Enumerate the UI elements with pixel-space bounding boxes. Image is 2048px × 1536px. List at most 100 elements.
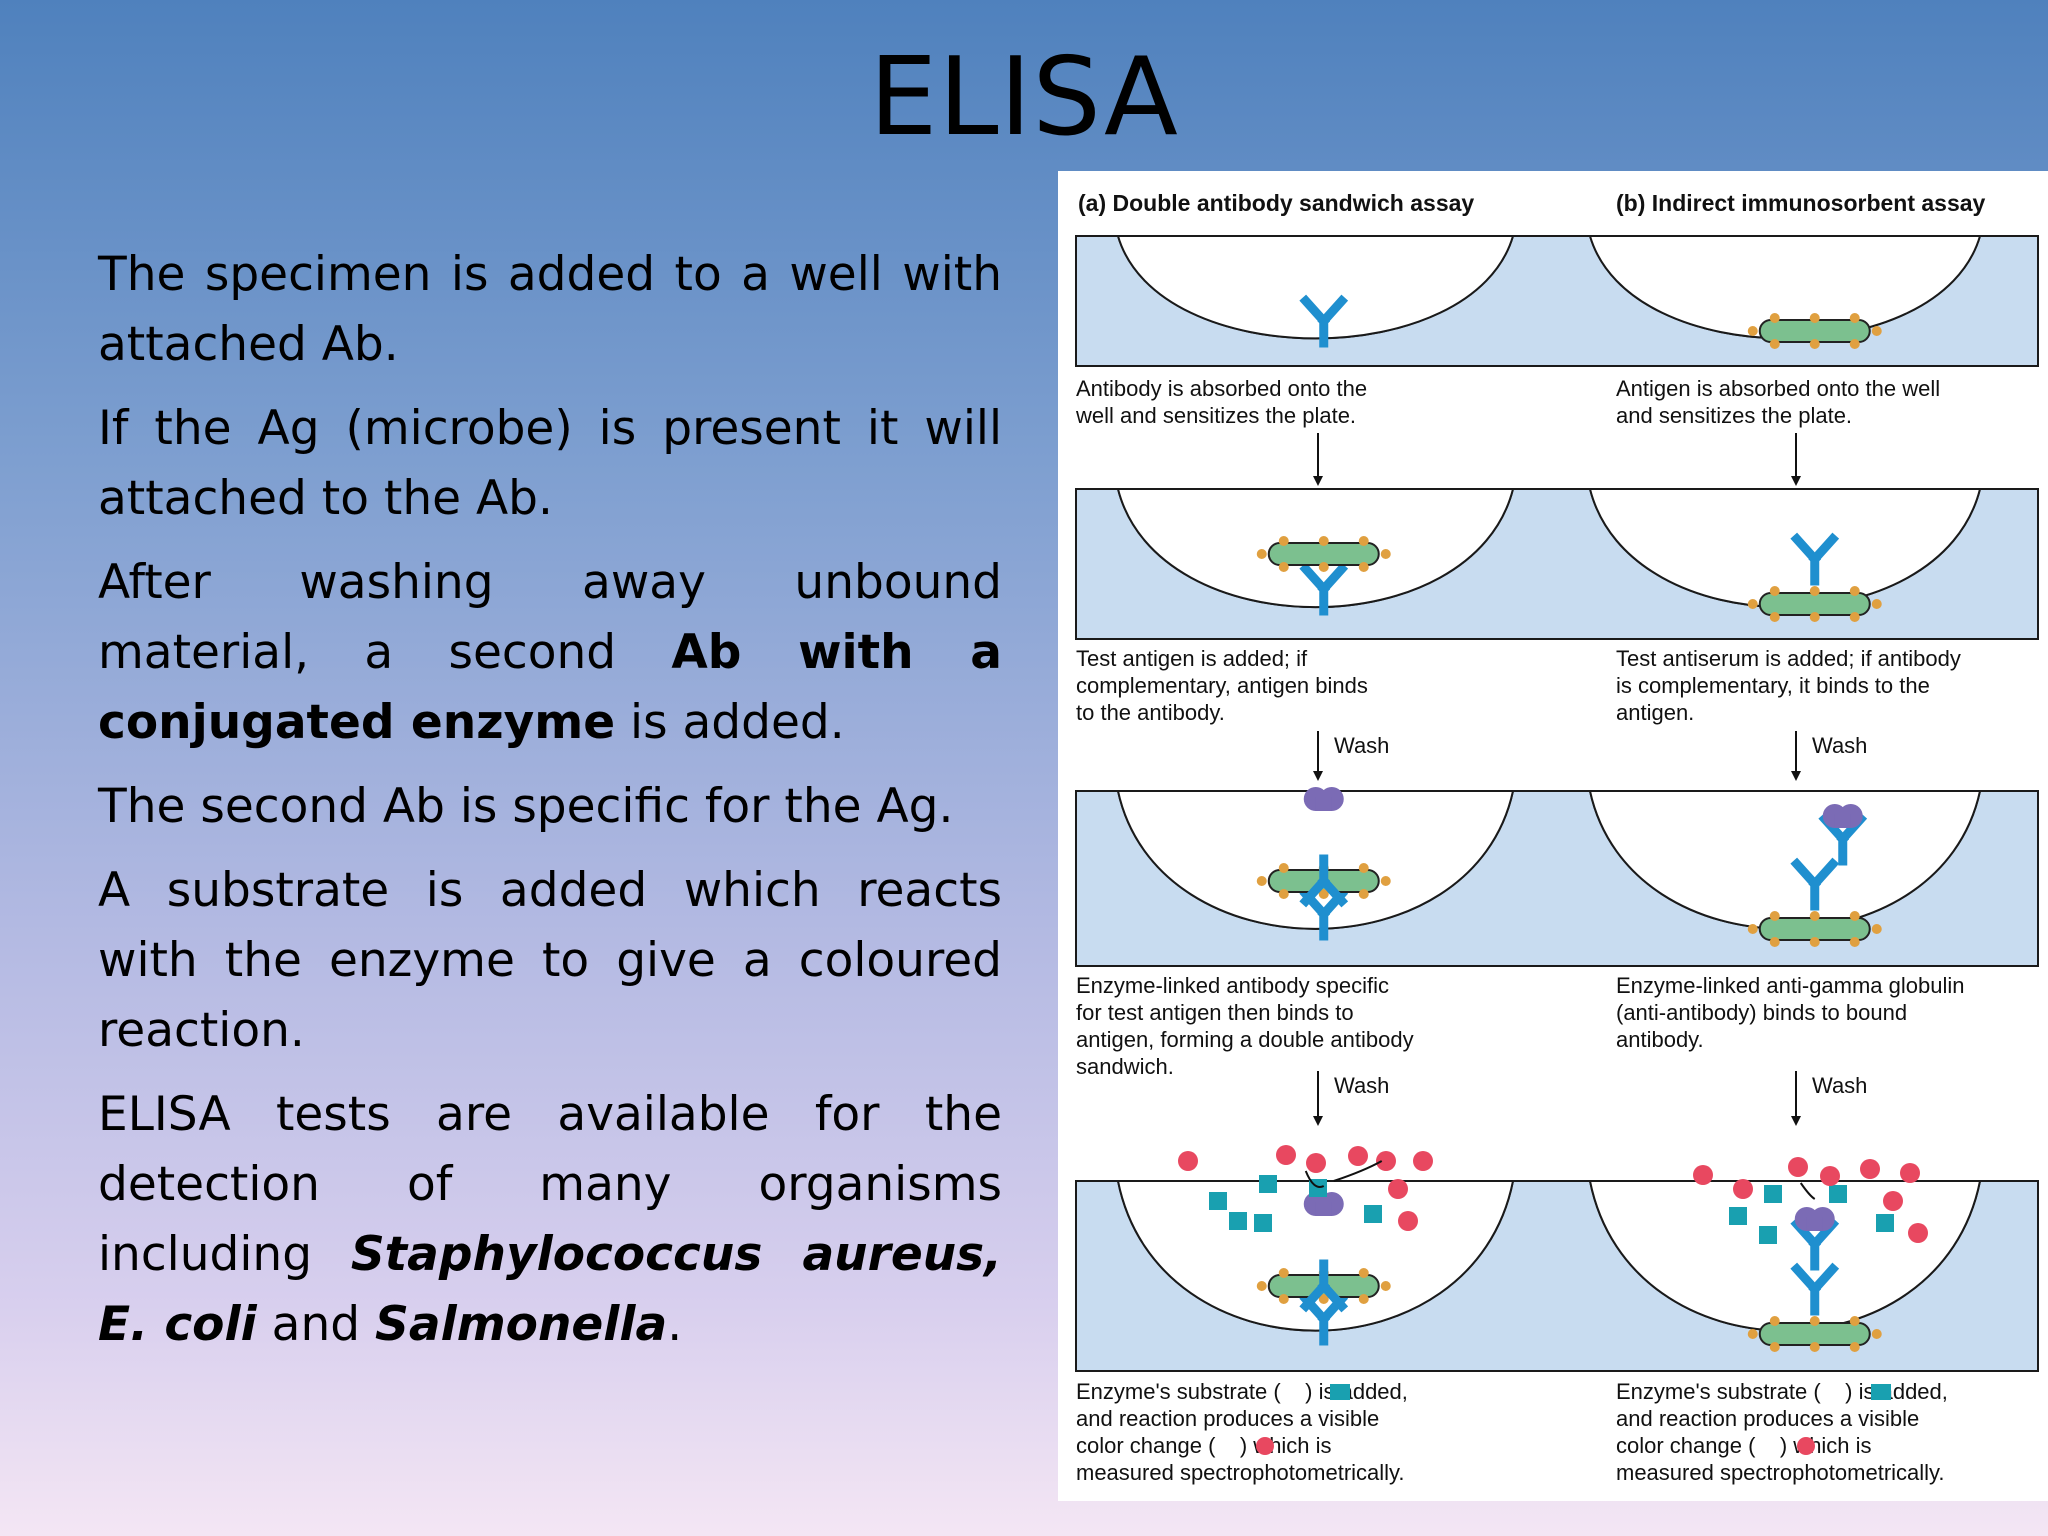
caption-a-1-line-3: to the antibody. xyxy=(1076,700,1225,725)
antigen-b1-epitope-7 xyxy=(1871,326,1882,336)
antigen-b4-epitope-7 xyxy=(1871,1329,1882,1339)
paragraph-3-post: is added. xyxy=(615,695,845,750)
antigen-a2 xyxy=(1256,536,1391,572)
product-dot-b-3 xyxy=(1820,1166,1840,1186)
paragraph-4: The second Ab is specific for the Ag. xyxy=(98,779,954,834)
enzyme-a4 xyxy=(1303,1192,1344,1216)
product-dot-b-7 xyxy=(1908,1223,1928,1243)
substrate-square-a-0 xyxy=(1209,1192,1227,1210)
enzyme-b4 xyxy=(1794,1207,1835,1231)
enzyme-antibody-a3-part-2 xyxy=(1317,874,1349,908)
caption-a-0-line-1: Antibody is absorbed onto the xyxy=(1076,376,1367,401)
caption-b-3-line-3: color change ( ) which is xyxy=(1616,1433,1872,1458)
antigen-a4-epitope-4 xyxy=(1318,1294,1329,1304)
antibody-b3-part-2 xyxy=(1808,857,1840,891)
legend-substrate-swatch-b xyxy=(1871,1384,1891,1400)
antigen-b4-epitope-1 xyxy=(1809,1316,1820,1326)
step-arrow-b-2 xyxy=(1791,731,1801,781)
antigen-a3-epitope-7 xyxy=(1380,876,1391,886)
antigen-a2-body xyxy=(1267,542,1380,566)
slide-title: ELISA xyxy=(869,35,1179,160)
paragraph-1: The specimen is added to a well with att… xyxy=(98,247,1002,372)
antibody-a1-part-2 xyxy=(1317,294,1349,328)
paragraph-5: A substrate is added which reacts with t… xyxy=(98,863,1002,1058)
paragraph-6-post: . xyxy=(667,1297,683,1352)
product-dot-a-1 xyxy=(1276,1145,1296,1165)
caption-a-1-line-1: Test antigen is added; if xyxy=(1076,646,1308,671)
antigen-b2-epitope-4 xyxy=(1809,612,1820,622)
antigen-b3-epitope-2 xyxy=(1849,911,1860,921)
product-dot-a-2 xyxy=(1306,1153,1326,1173)
reaction-arrow-a-2 xyxy=(1333,1160,1383,1182)
wash-label-a-1: Wash xyxy=(1334,733,1389,758)
product-dot-b-0 xyxy=(1693,1165,1713,1185)
antigen-b4-epitope-4 xyxy=(1809,1342,1820,1352)
antigen-a2-epitope-2 xyxy=(1358,536,1369,546)
body-text: The specimen is added to a well with att… xyxy=(98,240,1002,1374)
antibody-b4 xyxy=(1790,1262,1840,1316)
antigen-a2-epitope-5 xyxy=(1358,562,1369,572)
enzyme-antibody-a4-part-2 xyxy=(1317,1279,1349,1313)
substrate-square-b-2 xyxy=(1759,1226,1777,1244)
antigen-b4-epitope-6 xyxy=(1747,1329,1758,1339)
antigen-a3-epitope-2 xyxy=(1358,863,1369,873)
antigen-b1-epitope-3 xyxy=(1769,339,1780,349)
caption-b-3-line-4: measured spectrophotometrically. xyxy=(1616,1460,1945,1485)
step-arrow-a-3-head xyxy=(1313,1116,1323,1126)
step-arrow-a-2-head xyxy=(1313,771,1323,781)
antigen-a3-epitope-0 xyxy=(1278,863,1289,873)
antigen-b1-epitope-4 xyxy=(1809,339,1820,349)
antigen-b3-epitope-1 xyxy=(1809,911,1820,921)
antigen-b4-epitope-0 xyxy=(1769,1316,1780,1326)
substrate-square-a-2 xyxy=(1229,1212,1247,1230)
step-arrow-a-1-head xyxy=(1313,476,1323,486)
antigen-b3-epitope-0 xyxy=(1769,911,1780,921)
caption-a-1-line-2: complementary, antigen binds xyxy=(1076,673,1368,698)
step-arrow-a-2 xyxy=(1313,731,1323,781)
legend-product-swatch-a xyxy=(1256,1437,1274,1455)
antigen-b2-epitope-7 xyxy=(1871,599,1882,609)
step-arrow-b-3 xyxy=(1791,1071,1801,1126)
product-dot-b-2 xyxy=(1788,1157,1808,1177)
antigen-a2-epitope-7 xyxy=(1380,549,1391,559)
antigen-b4-epitope-5 xyxy=(1849,1342,1860,1352)
antigen-b3-epitope-5 xyxy=(1849,937,1860,947)
antibody-a1 xyxy=(1299,294,1349,348)
antigen-a3-epitope-5 xyxy=(1358,889,1369,899)
antigen-a2-epitope-3 xyxy=(1278,562,1289,572)
paragraph-3-bold: Ab with a conjugated enzyme xyxy=(98,625,1002,750)
caption-b-2-line-2: (anti-antibody) binds to bound xyxy=(1616,1000,1907,1025)
product-dot-b-1 xyxy=(1733,1179,1753,1199)
caption-a-3-line-3: color change ( ) which is xyxy=(1076,1433,1332,1458)
step-arrow-b-1 xyxy=(1791,433,1801,486)
antigen-b1-epitope-6 xyxy=(1747,326,1758,336)
antigen-b4-body xyxy=(1758,1322,1871,1346)
wash-label-a-2: Wash xyxy=(1334,1073,1389,1098)
product-dot-b-6 xyxy=(1883,1191,1903,1211)
paragraph-6-mid: and xyxy=(256,1297,376,1352)
product-dot-a-5 xyxy=(1413,1151,1433,1171)
substrate-square-a-1 xyxy=(1259,1175,1277,1193)
antibody-a2-part-2 xyxy=(1317,562,1349,596)
antigen-a4-epitope-2 xyxy=(1358,1268,1369,1278)
antigen-b1-epitope-0 xyxy=(1769,313,1780,323)
product-dot-a-3 xyxy=(1348,1146,1368,1166)
wells xyxy=(1075,235,2039,1372)
caption-a-3-line-4: measured spectrophotometrically. xyxy=(1076,1460,1405,1485)
product-dot-b-5 xyxy=(1900,1163,1920,1183)
legend-substrate-swatch-a xyxy=(1330,1384,1350,1400)
caption-a-0-line-2: well and sensitizes the plate. xyxy=(1075,403,1356,428)
antibody-b3 xyxy=(1790,857,1840,911)
caption-b-3-line-1: Enzyme's substrate ( ) is added, xyxy=(1616,1379,1948,1404)
antigen-b4-epitope-2 xyxy=(1849,1316,1860,1326)
paragraph-6-pre: ELISA tests are available for the detect… xyxy=(98,1087,1002,1282)
antigen-a2-epitope-0 xyxy=(1278,536,1289,546)
antibody-b2-part-2 xyxy=(1808,532,1840,566)
antigen-b1-epitope-1 xyxy=(1809,313,1820,323)
antibody-a2 xyxy=(1299,562,1349,616)
legend-product-swatch-b xyxy=(1797,1437,1815,1455)
organism-salmonella: Salmonella xyxy=(375,1297,668,1352)
antibody-b4-part-2 xyxy=(1808,1262,1840,1296)
caption-b-3-line-2: and reaction produces a visible xyxy=(1616,1406,1919,1431)
